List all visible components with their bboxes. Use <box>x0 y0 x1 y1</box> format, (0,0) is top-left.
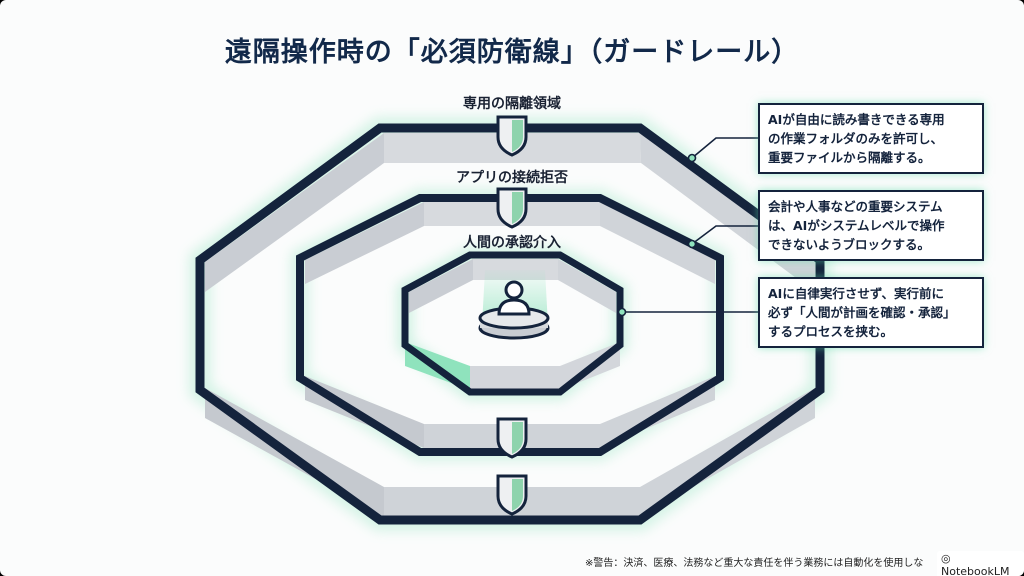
connector-lines <box>617 137 758 317</box>
person-icon <box>478 270 550 340</box>
note-line: 必ず「人間が計画を確認・承認」 <box>768 305 956 320</box>
inner-ring-wall <box>397 247 628 400</box>
note-app-block: 会計や人事などの重要システム は、AIがシステムレベルで操作 できないようブロッ… <box>758 190 984 261</box>
note-line: AIに自律実行させず、実行前に <box>768 286 944 301</box>
note-line: 重要ファイルから隔離する。 <box>768 150 931 165</box>
note-human-approval: AIに自律実行させず、実行前に 必ず「人間が計画を確認・承認」 するプロセスを挟… <box>758 277 984 348</box>
note-line: AIが自由に読み書きできる専用 <box>768 112 945 127</box>
ring-label-app-block: アプリの接続拒否 <box>456 170 568 186</box>
warning-footnote: ※警告：決済、医療、法務など重大な責任を伴う業務には自動化を使用しな <box>585 558 924 569</box>
shield-icon <box>496 115 528 157</box>
brand-label: NotebookLM <box>941 565 1010 576</box>
note-line: は、AIがシステムレベルで操作 <box>768 218 945 233</box>
brand-badge: ◎ NotebookLM <box>937 551 1024 576</box>
note-line: するプロセスを挟む。 <box>768 324 894 339</box>
note-line: できないようブロックする。 <box>768 237 931 252</box>
shield-icon <box>496 474 528 516</box>
shield-icon <box>496 187 528 229</box>
page-title: 遠隔操作時の「必須防衛線」（ガードレール） <box>224 37 800 68</box>
ring-label-isolated-area: 専用の隔離領域 <box>463 96 561 112</box>
ring-label-human-approval: 人間の承認介入 <box>463 235 561 251</box>
note-isolated-area: AIが自由に読み書きできる専用 の作業フォルダのみを許可し、 重要ファイルから隔… <box>758 103 984 174</box>
shield-icon <box>496 417 528 459</box>
note-line: の作業フォルダのみを許可し、 <box>768 131 944 146</box>
note-line: 会計や人事などの重要システム <box>768 199 943 214</box>
